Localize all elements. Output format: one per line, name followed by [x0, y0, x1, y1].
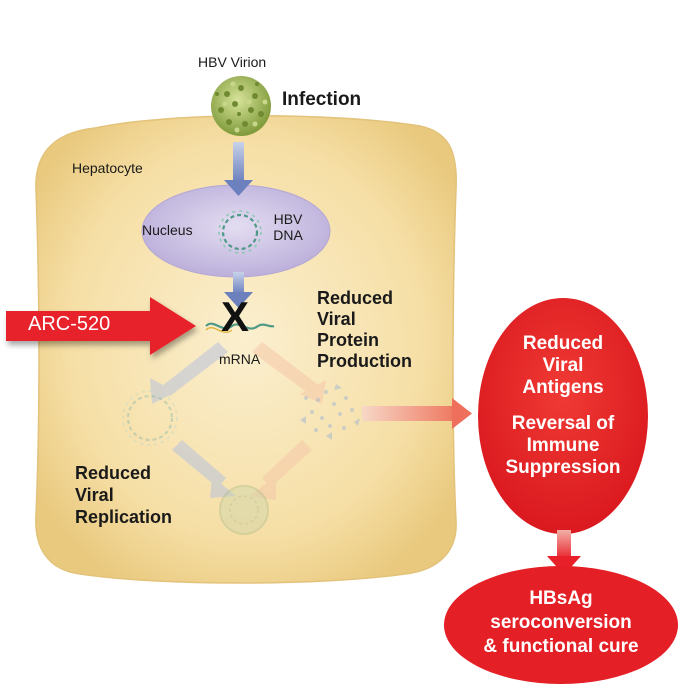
- faded-dna-ring: [122, 390, 178, 446]
- block-x-mark: X: [221, 293, 250, 340]
- reduced-replication-label: Reduced Viral Replication: [75, 462, 172, 528]
- reduced-protein-line-1: Reduced: [317, 288, 394, 308]
- infection-label: Infection: [282, 89, 362, 110]
- outcome-line-2: seroconversion: [490, 612, 632, 633]
- reduced-antigens-line-3: Antigens: [522, 377, 604, 398]
- arc520-label: ARC-520: [28, 313, 111, 335]
- reduced-antigens-label: Reduced Viral Antigens: [488, 333, 638, 399]
- faded-protein-particles: [300, 384, 360, 440]
- hepatocyte-label: Hepatocyte: [72, 160, 143, 176]
- virion-label: HBV Virion: [198, 54, 267, 70]
- nucleus-label: Nucleus: [142, 222, 193, 238]
- mrna-strand: [205, 322, 275, 333]
- reduced-replication-line-3: Replication: [75, 507, 173, 527]
- virion-icon: [211, 76, 271, 136]
- faded-arrows: [150, 342, 326, 500]
- mrna-label: mRNA: [219, 351, 261, 367]
- reversal-line-1: Reversal of: [511, 413, 615, 434]
- outcome-oval: [444, 566, 678, 684]
- reduced-antigens-line-1: Reduced: [522, 333, 604, 354]
- transcription-arrow: [224, 272, 253, 308]
- antigen-arrow: [362, 398, 472, 429]
- antigens-oval: [478, 298, 648, 534]
- reduced-protein-line-2: Viral: [317, 309, 356, 329]
- reduced-protein-line-3: Protein: [317, 330, 380, 350]
- reduced-protein-label: Reduced Viral Protein Production: [317, 288, 412, 372]
- reduced-replication-line-2: Viral: [75, 485, 114, 505]
- infection-arrow: [224, 142, 253, 196]
- outcome-arrow: [547, 530, 581, 575]
- reversal-line-2: Immune: [526, 435, 600, 456]
- outcome-label: HBsAg seroconversion & functional cure: [456, 587, 666, 659]
- outcome-line-1: HBsAg: [529, 588, 593, 609]
- reversal-label: Reversal of Immune Suppression: [488, 413, 638, 479]
- hbv-dna-label: HBV DNA: [268, 211, 308, 243]
- reduced-antigens-line-2: Viral: [542, 355, 584, 376]
- hbv-dna-line-1: HBV: [273, 211, 303, 227]
- hbv-dna-ring: [218, 210, 262, 254]
- reduced-replication-line-1: Reduced: [75, 463, 152, 483]
- outcome-line-3: & functional cure: [483, 636, 639, 657]
- faded-virion: [219, 485, 269, 535]
- reduced-protein-line-4: Production: [317, 351, 412, 371]
- hbv-dna-line-2: DNA: [273, 226, 303, 243]
- arc520-arrow: [6, 297, 196, 355]
- reversal-line-3: Suppression: [505, 457, 621, 478]
